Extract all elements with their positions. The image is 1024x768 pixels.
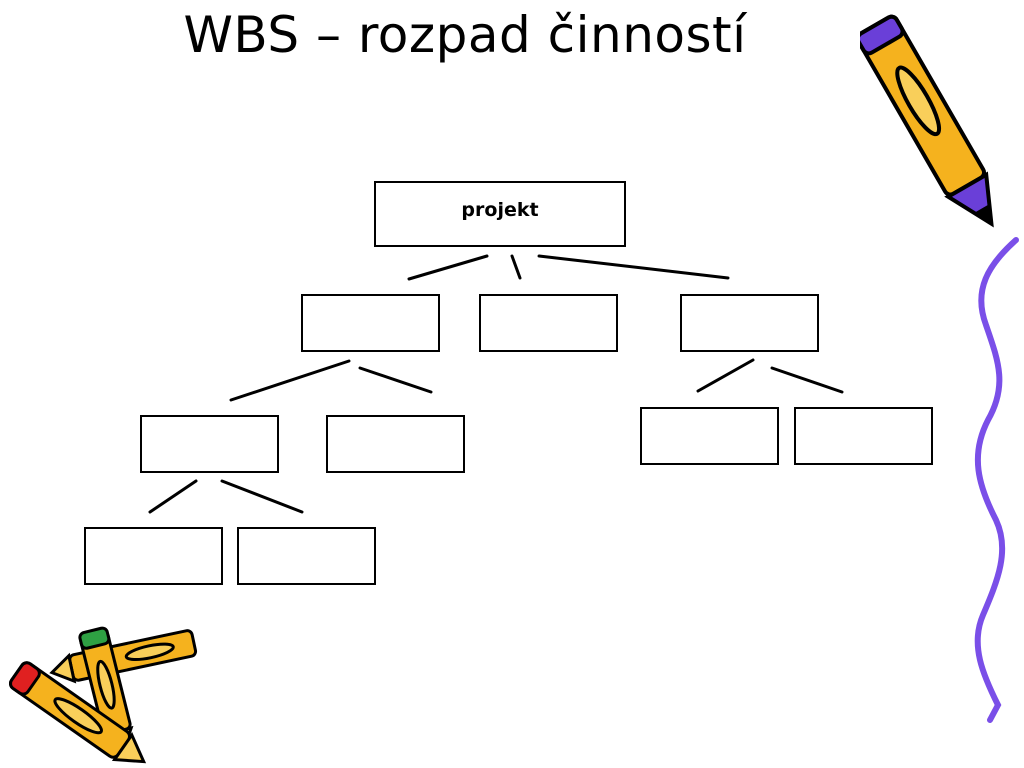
wbs-box-level1-1 [301, 294, 440, 352]
wbs-box-level1-3 [680, 294, 819, 352]
pencils-cluster-icon [9, 626, 198, 764]
wbs-box-level3-2 [237, 527, 376, 585]
wbs-root-box: projekt [374, 181, 626, 247]
slide-title: WBS – rozpad činností [183, 6, 747, 64]
wbs-box-level2-3 [640, 407, 779, 465]
pencil-icon [860, 14, 994, 228]
wbs-box-level2-1 [140, 415, 279, 473]
wbs-box-level2-2 [326, 415, 465, 473]
squiggle-decoration [974, 237, 1019, 723]
wbs-box-level2-4 [794, 407, 933, 465]
wbs-box-level1-2 [479, 294, 618, 352]
wbs-box-level3-1 [84, 527, 223, 585]
wbs-root-label: projekt [461, 199, 539, 221]
